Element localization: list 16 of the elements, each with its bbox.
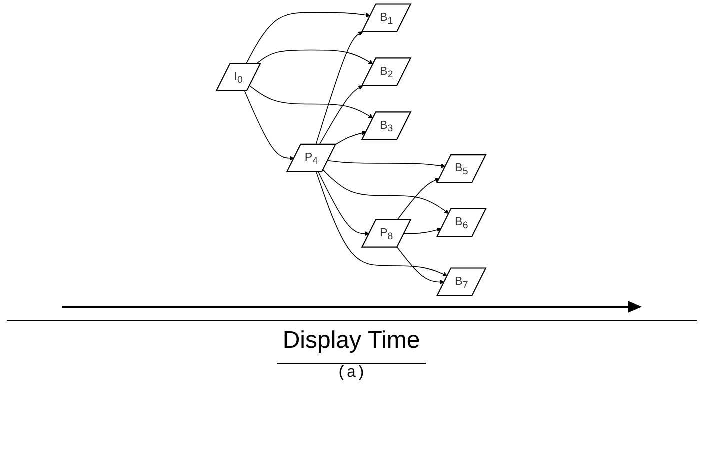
arrow	[320, 86, 364, 146]
arrow	[246, 12, 371, 64]
axis-label: Display Time	[282, 327, 420, 355]
arrow	[397, 247, 445, 285]
caption-text: (a)	[277, 363, 426, 382]
arrow	[328, 160, 446, 168]
arrow	[316, 32, 364, 146]
arrow	[316, 172, 448, 277]
arrow	[397, 178, 440, 221]
arrow	[244, 90, 295, 161]
arrow	[336, 130, 367, 146]
arrow	[404, 228, 442, 234]
arrow	[256, 50, 374, 65]
arrow	[318, 172, 370, 236]
arrow	[323, 170, 450, 214]
arrow	[250, 86, 374, 119]
